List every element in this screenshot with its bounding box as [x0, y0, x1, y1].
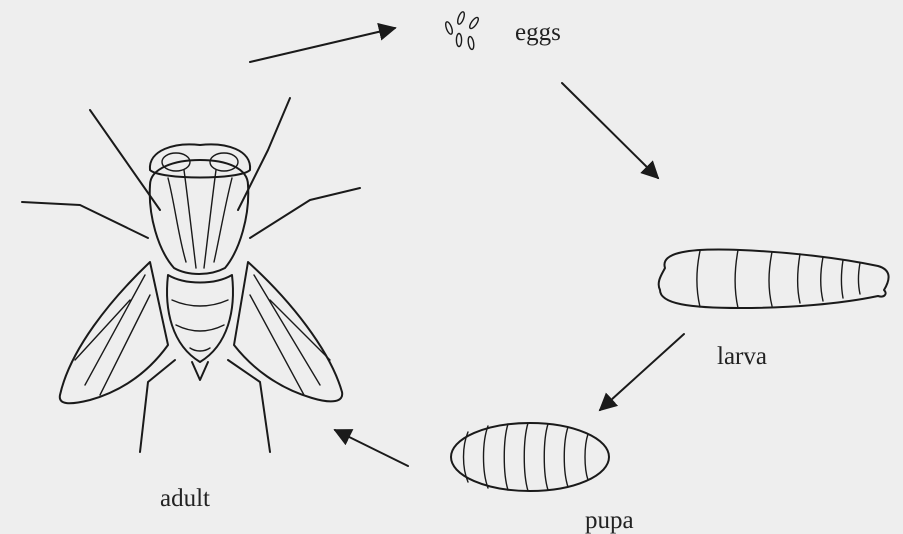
eggs-label: eggs: [515, 20, 561, 45]
pupa-illustration: [451, 423, 609, 491]
larva-illustration: [659, 250, 889, 308]
pupa-label: pupa: [585, 508, 634, 533]
adult-fly-illustration: [22, 98, 360, 452]
adult-label: adult: [160, 486, 210, 511]
eggs-illustration: [444, 11, 480, 50]
larva-label: larva: [717, 344, 767, 369]
arrow-larva-to-pupa: [600, 334, 684, 410]
arrow-pupa-to-adult: [335, 430, 408, 466]
arrow-adult-to-eggs: [250, 28, 395, 62]
arrow-eggs-to-larva: [562, 83, 658, 178]
